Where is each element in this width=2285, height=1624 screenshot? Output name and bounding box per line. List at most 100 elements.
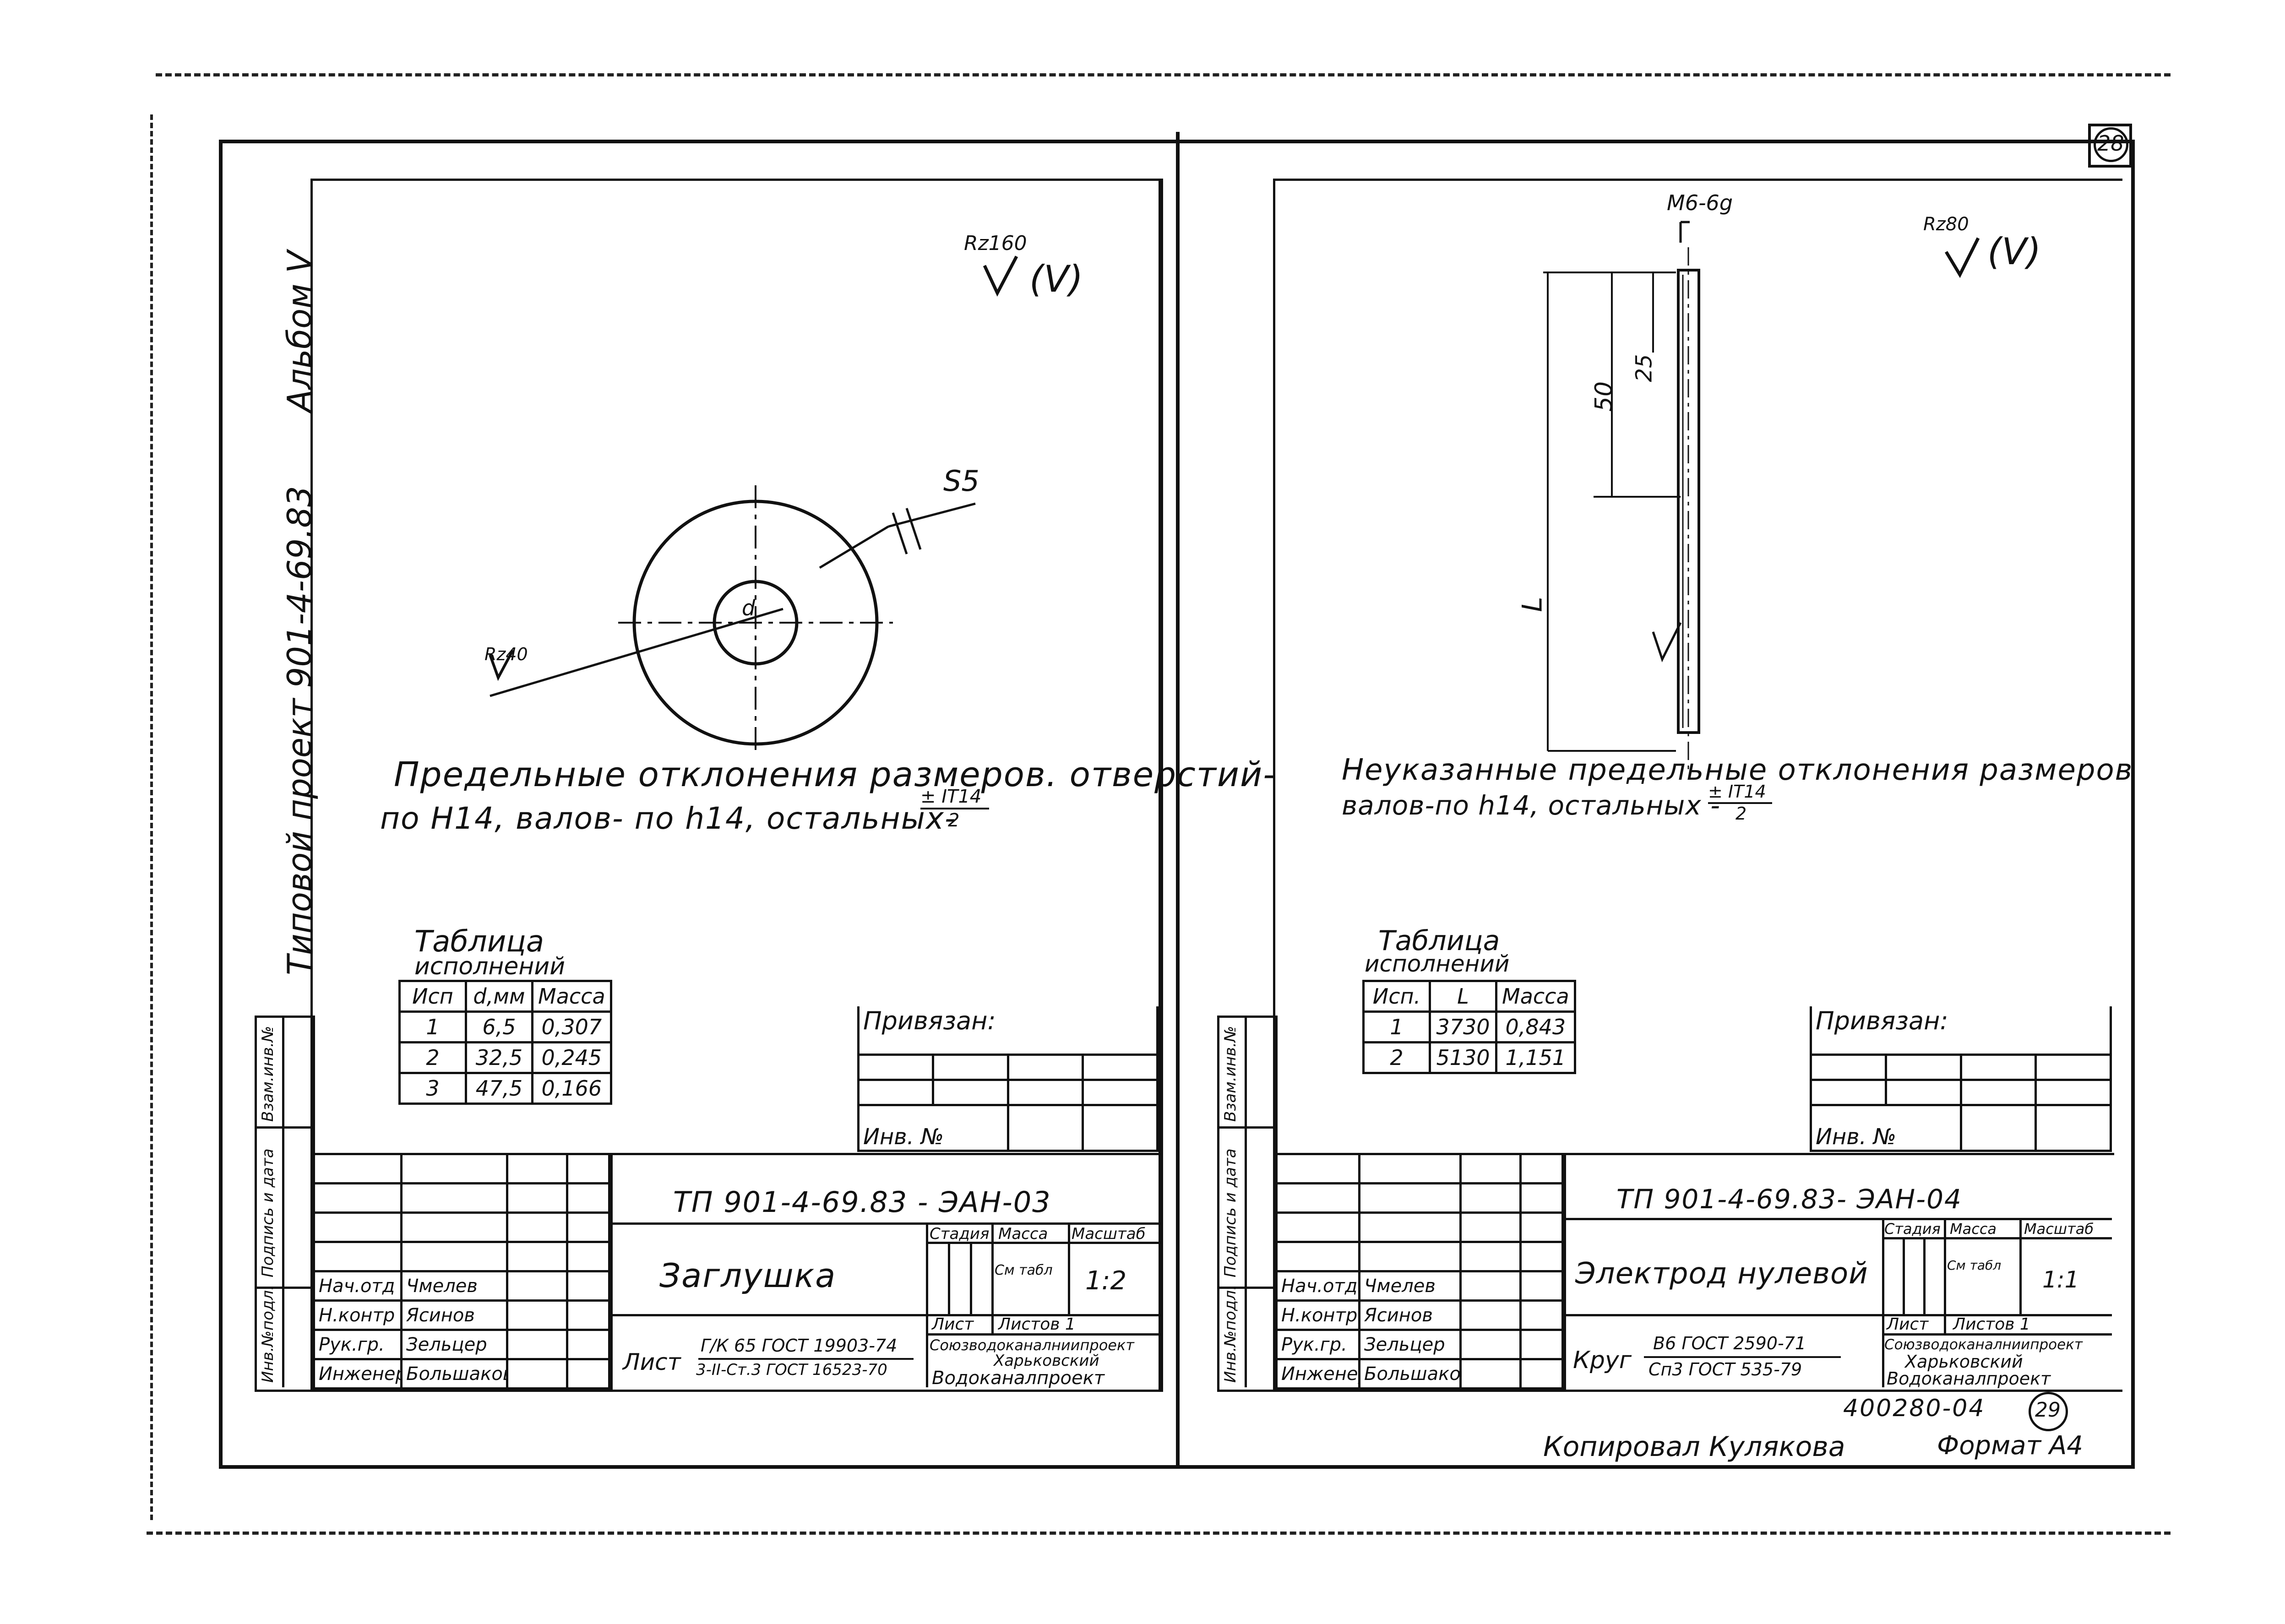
format-label: Формат А4 bbox=[1937, 1431, 2083, 1461]
right-roughness-paren: (V) bbox=[1987, 230, 2041, 273]
right-table-subtitle: исполнений bbox=[1365, 951, 1510, 977]
right-material-num: В6 ГОСТ 2590-71 bbox=[1653, 1333, 1806, 1353]
table-header: d,мм bbox=[465, 980, 533, 1013]
left-tol-den: 2 bbox=[948, 810, 960, 831]
table-header: Исп bbox=[398, 980, 467, 1013]
right-note-line1: Неуказанные предельные отклонения размер… bbox=[1342, 753, 2133, 787]
right-title-main-box bbox=[1564, 1153, 2114, 1390]
right-roughness-main: Rz80 bbox=[1923, 214, 1969, 235]
table-header: Масса bbox=[531, 980, 612, 1013]
right-dim-50: 50 bbox=[1590, 381, 1618, 412]
cut-line-top bbox=[156, 73, 2171, 76]
table-cell: 5130 bbox=[1429, 1041, 1497, 1074]
table-cell: 47,5 bbox=[465, 1072, 533, 1105]
left-material-bar bbox=[698, 1358, 914, 1360]
right-title-v1 bbox=[1882, 1218, 1884, 1387]
left-title-v5 bbox=[970, 1242, 972, 1314]
role-label: Рук.гр. bbox=[1275, 1329, 1360, 1360]
electrode-drawing bbox=[1543, 221, 1700, 769]
table-row: 2 32,5 0,245 bbox=[398, 1041, 612, 1074]
left-title-v3 bbox=[1068, 1222, 1070, 1314]
left-title-v1 bbox=[926, 1222, 928, 1387]
left-mass-value: См табл bbox=[995, 1262, 1053, 1278]
left-org-3: Водоканалпроект bbox=[932, 1368, 1105, 1389]
table-cell: 0,166 bbox=[531, 1072, 612, 1105]
role-label: Н.контр bbox=[313, 1299, 403, 1331]
right-title-h1 bbox=[1564, 1218, 2112, 1220]
right-dim-l: L bbox=[1516, 597, 1549, 612]
right-side-stamps-vsep bbox=[1245, 1016, 1247, 1387]
left-org-1: Союзводоканалниипроект bbox=[930, 1336, 1134, 1354]
role-label: Нач.отд bbox=[1275, 1270, 1360, 1302]
right-org-1: Союзводоканалниипроект bbox=[1884, 1336, 2083, 1353]
washer-drawing bbox=[489, 485, 976, 755]
right-title-v3 bbox=[2019, 1218, 2022, 1314]
left-roughness-main-mark bbox=[983, 255, 1018, 297]
right-title-h2 bbox=[1564, 1314, 2112, 1316]
left-stamp-replace-inv: Взам.инв.№ bbox=[259, 1026, 277, 1122]
left-table-title: Таблица bbox=[414, 925, 544, 959]
left-sheets-label: Листов 1 bbox=[998, 1315, 1076, 1334]
left-exec-table: Исп d,мм Масса 1 6,5 0,307 2 32,5 0,245 … bbox=[398, 980, 612, 1105]
table-cell: 6,5 bbox=[465, 1010, 533, 1043]
left-inner-divider bbox=[1159, 179, 1161, 1390]
right-thread: М6-6g bbox=[1667, 190, 1733, 215]
right-title-h4 bbox=[1882, 1333, 2112, 1336]
table-cell: 3730 bbox=[1429, 1010, 1497, 1043]
table-header: Исп. bbox=[1362, 980, 1431, 1013]
right-stamp-sign-date: Подпись и дата bbox=[1221, 1148, 1240, 1277]
right-stamp-inv-orig: Инв.№подл. bbox=[1221, 1285, 1240, 1383]
table-header: L bbox=[1429, 980, 1497, 1013]
role-name: Большакова bbox=[400, 1358, 508, 1390]
right-stamp-replace-inv: Взам.инв.№ bbox=[1221, 1026, 1240, 1122]
right-table-title: Таблица bbox=[1378, 925, 1500, 957]
left-material-num: Г/К 65 ГОСТ 19903-74 bbox=[701, 1336, 898, 1356]
right-mass-value: См табл bbox=[1947, 1258, 2002, 1273]
left-title-h1 bbox=[610, 1222, 1159, 1225]
left-title-h2 bbox=[610, 1314, 1159, 1316]
left-dim-d: d bbox=[742, 596, 756, 620]
left-title-v4 bbox=[948, 1242, 950, 1314]
table-row: 3 47,5 0,166 bbox=[398, 1072, 612, 1105]
right-roughness-main-mark bbox=[1944, 237, 1980, 278]
left-stamp-sign-date: Подпись и дата bbox=[259, 1148, 277, 1277]
table-row: Исп. L Масса bbox=[1362, 980, 1576, 1013]
right-org-3: Водоканалпроект bbox=[1887, 1369, 2051, 1389]
left-title-h4 bbox=[926, 1333, 1159, 1336]
left-title-main-box bbox=[610, 1153, 1161, 1390]
right-doc-code: ТП 901-4-69.83- ЭАН-04 bbox=[1616, 1184, 1962, 1215]
left-tol-num: ± IT14 bbox=[920, 786, 982, 807]
left-material-prefix: Лист bbox=[623, 1349, 681, 1375]
left-material-den: 3-II-Ст.3 ГОСТ 16523-70 bbox=[696, 1361, 887, 1379]
page-number-top-circle bbox=[2094, 127, 2128, 162]
right-inv-label: Инв. № bbox=[1810, 1103, 1962, 1152]
left-sheet-frame bbox=[310, 179, 1163, 1392]
right-sheet-frame bbox=[1273, 179, 2122, 1392]
left-table-subtitle: исполнений bbox=[414, 953, 566, 980]
role-name: Ясинов bbox=[1358, 1299, 1462, 1331]
right-material-prefix: Круг bbox=[1573, 1347, 1632, 1374]
role-label: Инженер bbox=[1275, 1358, 1360, 1390]
left-title-h3 bbox=[926, 1242, 1159, 1244]
left-dim-s: S5 bbox=[943, 464, 979, 498]
role-name: Ясинов bbox=[400, 1299, 508, 1331]
left-roughness-local: Rz40 bbox=[484, 644, 528, 664]
left-header-mass: Масса bbox=[998, 1225, 1048, 1243]
left-bound-block: Привязан: Инв. № bbox=[857, 1006, 1159, 1152]
left-bound-label: Привязан: bbox=[857, 1006, 1159, 1056]
right-note-line2: валов-по h14, остальных - bbox=[1342, 790, 1721, 821]
right-sheet-label: Лист bbox=[1887, 1315, 1929, 1334]
archive-code: 400280-04 bbox=[1843, 1395, 1986, 1422]
right-header-mass: Масса bbox=[1950, 1220, 1997, 1238]
role-label: Н.контр bbox=[1275, 1299, 1360, 1331]
table-row: 1 6,5 0,307 bbox=[398, 1010, 612, 1043]
right-header-stage: Стадия bbox=[1884, 1220, 1941, 1238]
table-row: 2 5130 1,151 bbox=[1362, 1041, 1576, 1074]
page-number-top: 28 bbox=[2097, 131, 2124, 156]
right-dim-25: 25 bbox=[1631, 354, 1657, 382]
table-cell: 2 bbox=[1362, 1041, 1431, 1074]
right-header-scale: Масштаб bbox=[2024, 1220, 2094, 1238]
left-side-stamps-vsep bbox=[282, 1016, 284, 1387]
right-bound-label: Привязан: bbox=[1810, 1006, 2112, 1056]
